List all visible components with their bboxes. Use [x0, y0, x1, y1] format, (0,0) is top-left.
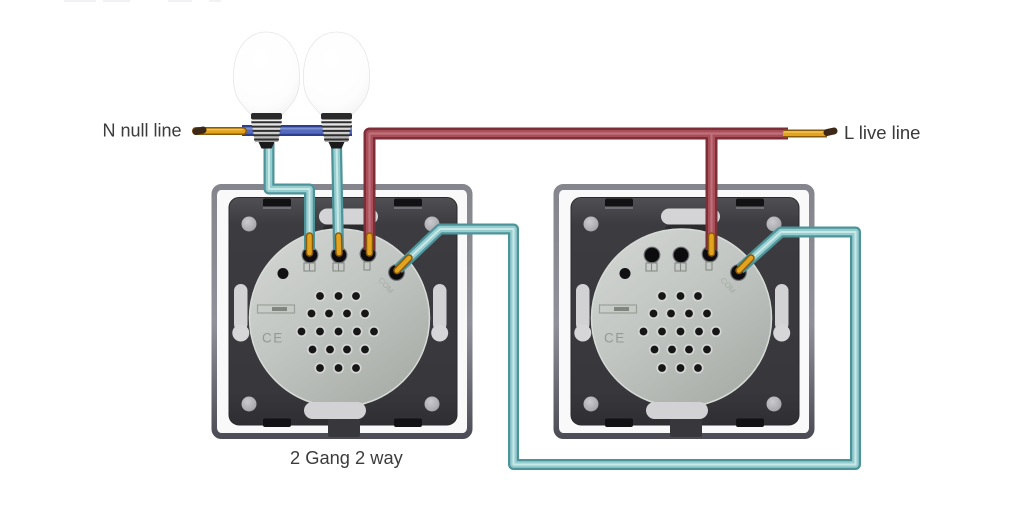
svg-text:2 Gang 2 way: 2 Gang 2 way [290, 447, 404, 468]
svg-text:L live line: L live line [844, 122, 920, 143]
svg-text:N null line: N null line [103, 121, 182, 141]
